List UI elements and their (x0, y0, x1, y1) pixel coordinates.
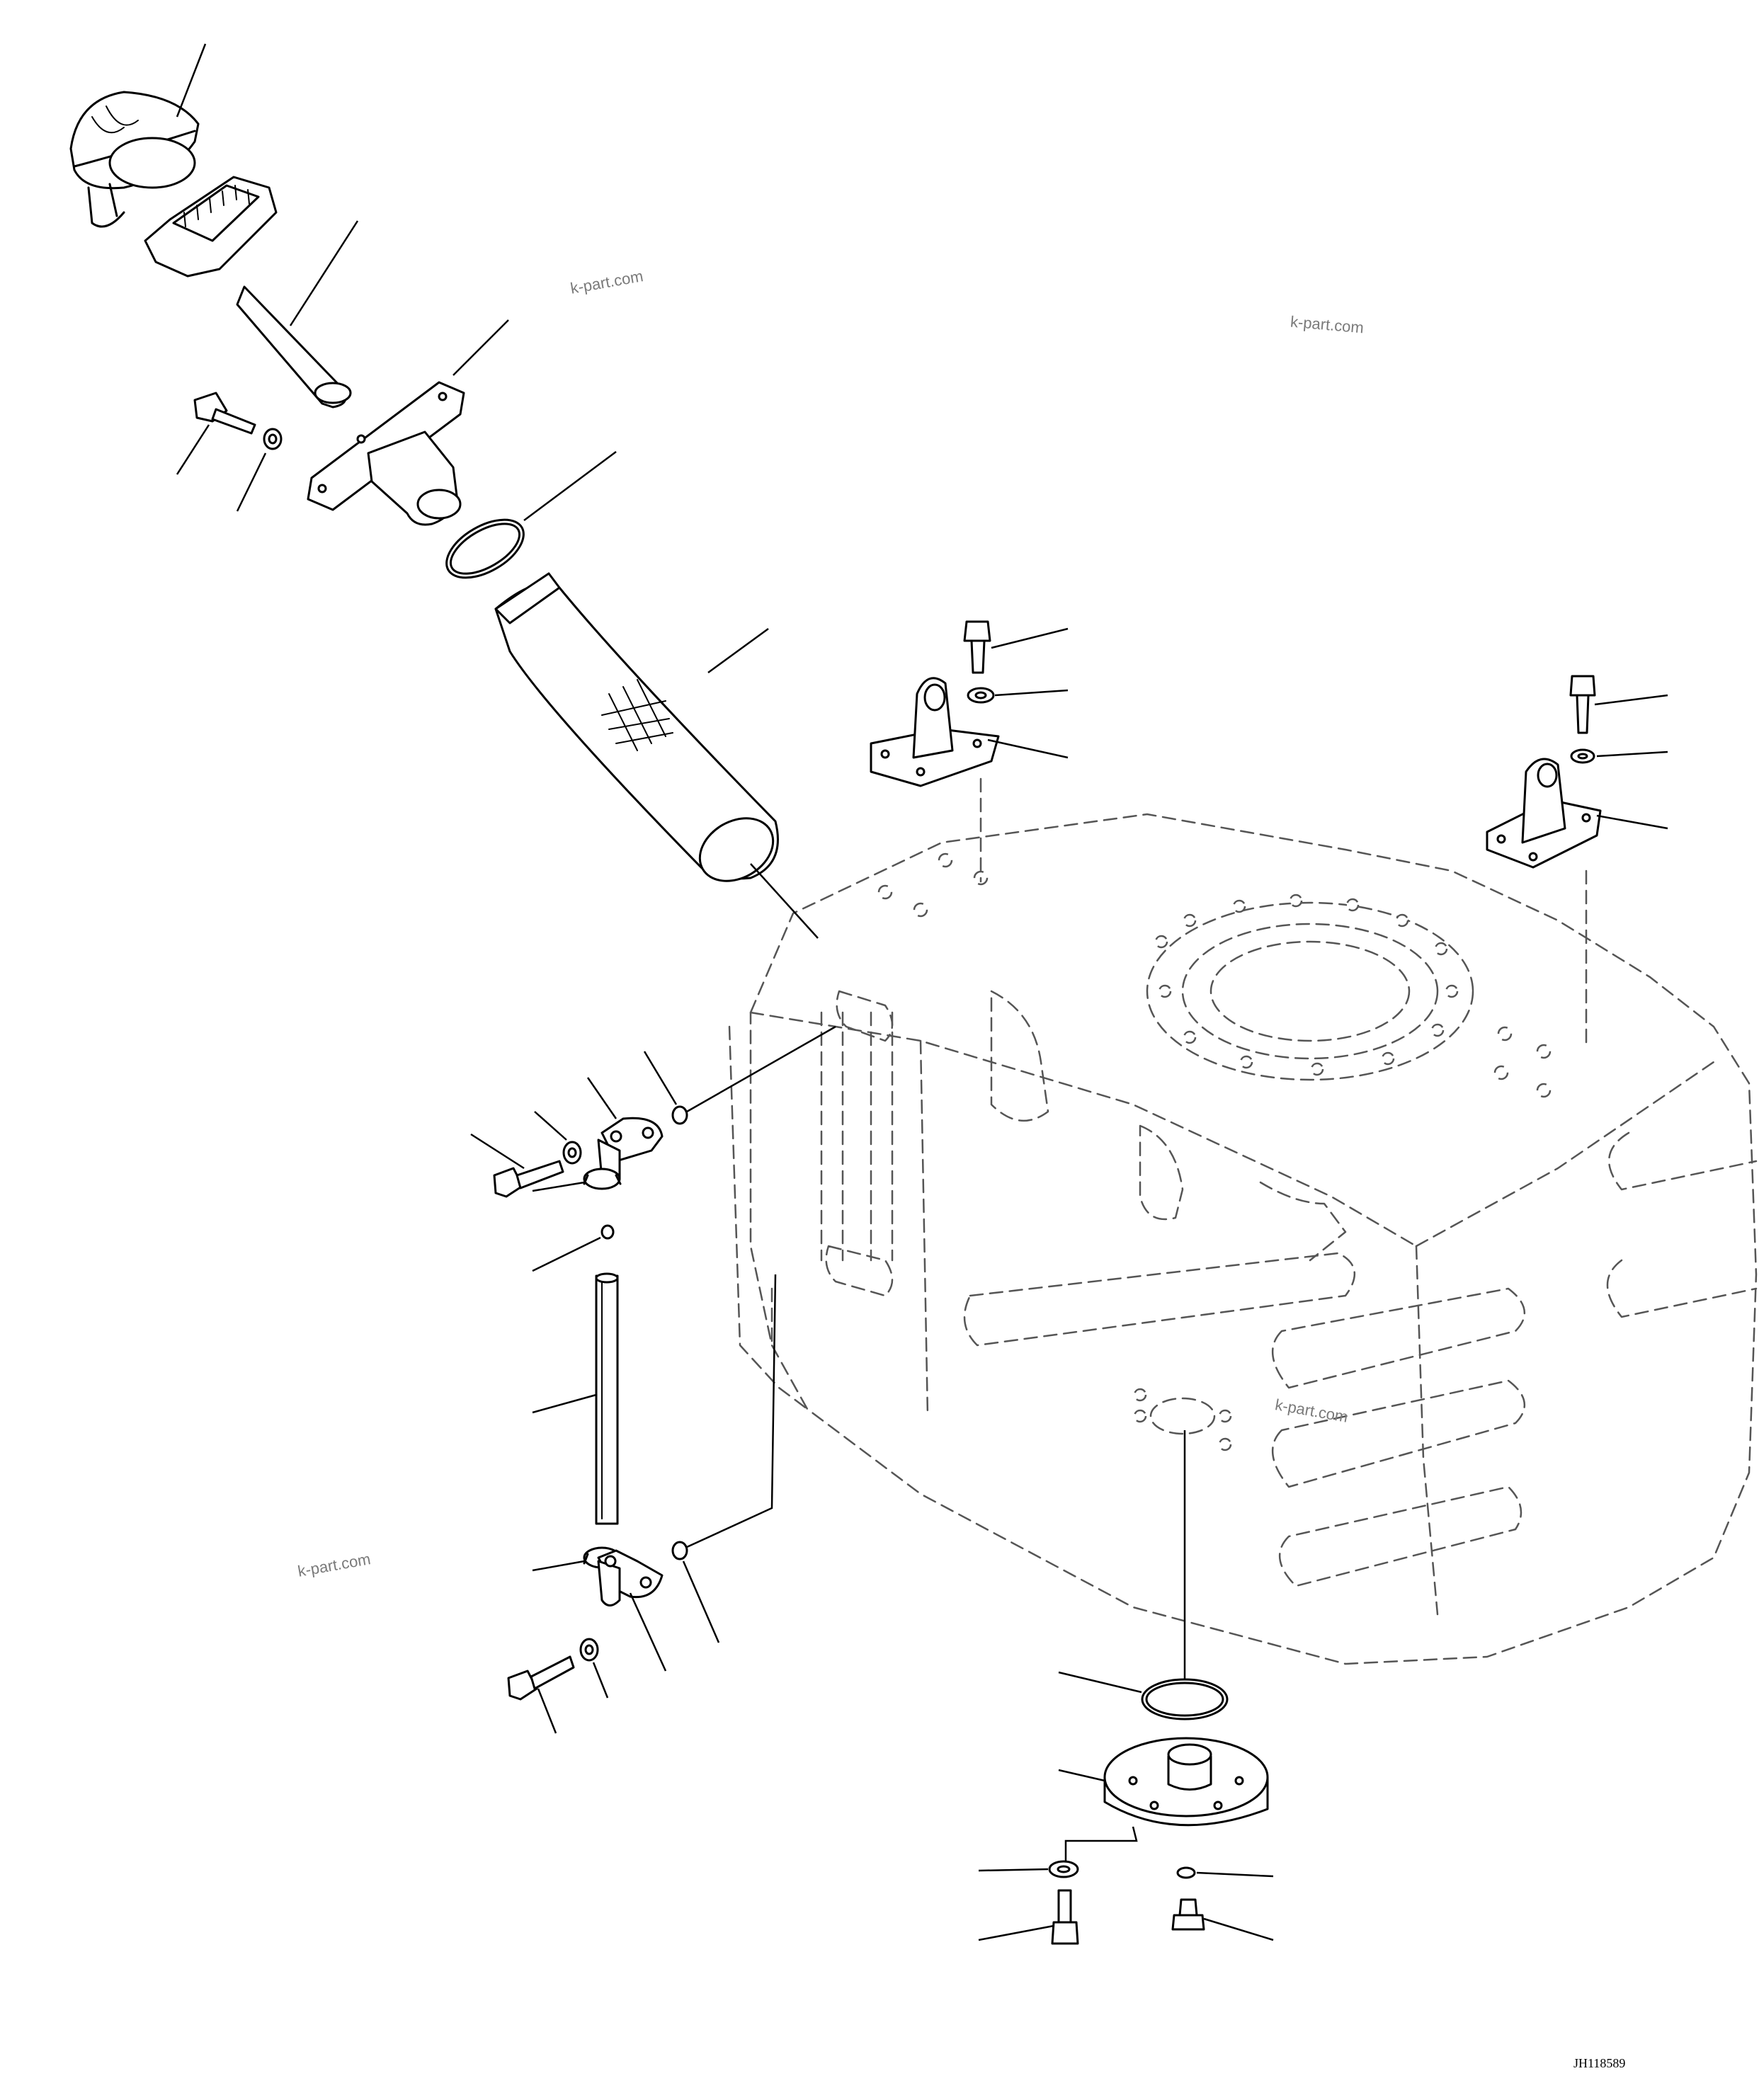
leader-line (994, 689, 1069, 697)
hydraulic-tank-body (728, 813, 1758, 1665)
strainer (494, 572, 779, 882)
o-ring-small (600, 1224, 615, 1240)
leader-line (470, 1133, 525, 1170)
leader-line (532, 1181, 585, 1192)
breather-cap (69, 91, 200, 228)
bolt (193, 392, 256, 435)
gauge-elbow-lower (597, 1549, 664, 1607)
leader-line (978, 1924, 1054, 1941)
leader-line (987, 738, 1069, 759)
breather-element (144, 176, 352, 409)
leader-line (534, 1111, 567, 1141)
o-ring-cover (1141, 1678, 1229, 1720)
bolt (1569, 675, 1596, 734)
leader-line (532, 1236, 601, 1272)
o-ring-large (445, 518, 525, 579)
leader-line (1058, 1671, 1142, 1694)
washer (1570, 748, 1595, 764)
leader-line (176, 43, 207, 118)
o-ring-small (671, 1541, 688, 1560)
leader-line (523, 450, 617, 522)
drawing-code: JH118589 (1573, 2056, 1626, 2070)
gauge-tube (595, 1272, 619, 1525)
leader-line (991, 627, 1069, 649)
washer (967, 687, 995, 704)
leader-line (1058, 1769, 1105, 1782)
leader-line (532, 1560, 585, 1572)
bolt (507, 1655, 575, 1701)
leader-line (1594, 694, 1668, 706)
bolt (1051, 1889, 1079, 1945)
bolt (963, 620, 991, 674)
drain-plug (1171, 1898, 1205, 1931)
leader-line (686, 1274, 777, 1548)
leader-line (643, 1051, 678, 1105)
drain-cover (1103, 1737, 1269, 1827)
washer (263, 428, 283, 450)
leader-line (1203, 1917, 1274, 1941)
leader-line (978, 1868, 1049, 1872)
leader-line (289, 220, 359, 326)
leader-line (686, 1025, 836, 1113)
leader-line (707, 627, 769, 674)
leader-line (1596, 814, 1668, 830)
bolt (493, 1160, 564, 1198)
washer (562, 1141, 582, 1165)
washer (1048, 1860, 1079, 1878)
leader-line (592, 1662, 609, 1699)
leader-line (586, 1077, 617, 1119)
mounting-bracket-left (870, 677, 1000, 787)
o-ring-plug (1176, 1866, 1196, 1879)
leader-line (1196, 1871, 1274, 1878)
leader-line (537, 1688, 557, 1734)
leader-line (629, 1592, 667, 1672)
leader-line (236, 452, 267, 512)
leader-line (750, 863, 819, 939)
leader-line (452, 319, 509, 376)
leader-line (1596, 751, 1668, 758)
strainer-flange (307, 381, 465, 526)
leader-line (532, 1393, 597, 1414)
leader-line (176, 424, 210, 475)
leader-line (682, 1560, 720, 1643)
washer (579, 1638, 599, 1662)
hose-clamp-upper (583, 1168, 622, 1190)
mounting-bracket-right (1486, 758, 1602, 869)
o-ring-small (671, 1105, 688, 1125)
